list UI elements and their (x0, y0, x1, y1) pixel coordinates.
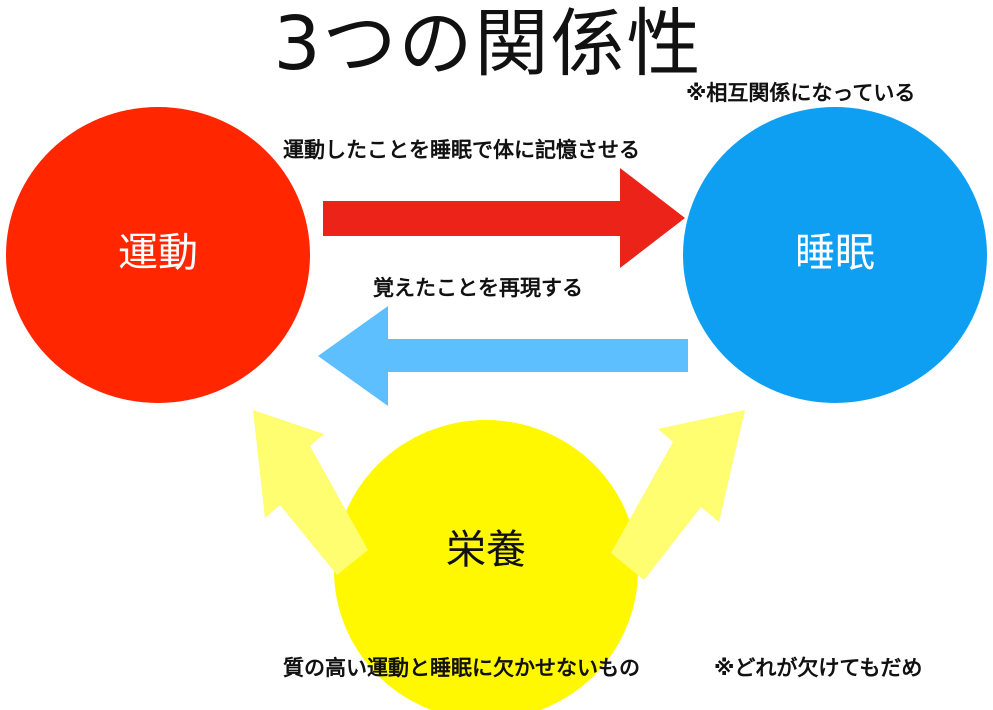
arrow-label-to-sleep: 運動したことを睡眠で体に記憶させる (283, 138, 640, 162)
nutrition-circle (334, 420, 638, 710)
arrow-label-to-exercise: 覚えたことを再現する (373, 276, 583, 300)
arrow-sleep-to-exercise (318, 306, 688, 406)
exercise-circle (6, 107, 310, 403)
arrow-nutrition-to-sleep (611, 410, 745, 580)
exercise-label: 運動 (118, 230, 198, 276)
mutual-relationship-note: ※相互関係になっている (686, 81, 916, 105)
bottom-note: 質の高い運動と睡眠に欠かせないもの (283, 656, 640, 680)
arrow-exercise-to-sleep (323, 168, 685, 268)
sleep-label: 睡眠 (795, 230, 875, 276)
nutrition-label: 栄養 (446, 527, 526, 573)
arrow-nutrition-to-exercise (253, 410, 368, 575)
diagram-title: 3つの関係性 (273, 1, 703, 87)
bottom-aside-note: ※どれが欠けてもだめ (714, 656, 923, 680)
sleep-circle (683, 107, 987, 403)
